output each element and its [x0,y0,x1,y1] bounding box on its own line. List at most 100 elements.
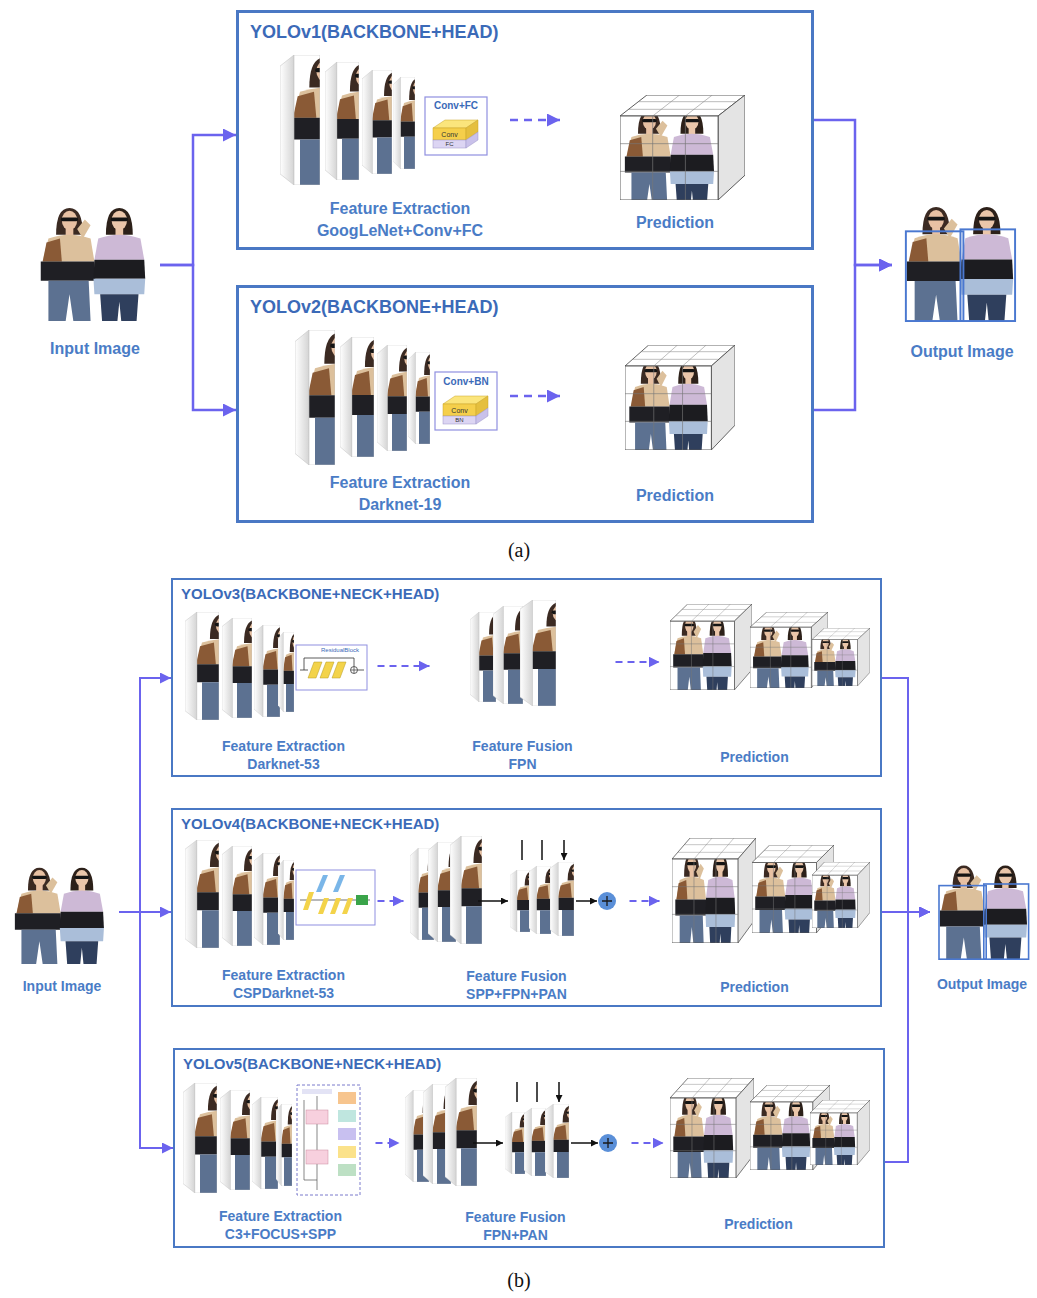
stage-caption: Feature Fusion [465,1208,565,1226]
feature-map-stack [473,1142,503,1144]
icon-label: BN [455,417,463,423]
feature-map-stack [545,1104,631,1178]
stage-method: GoogLeNet+Conv+FC [317,220,483,242]
icon-label: ResidualBlock [321,647,359,653]
feature-map-stack [602,896,612,906]
model-title: YOLOv3(BACKBONE+NECK+HEAD) [181,585,872,603]
conv-bn-icon [443,416,476,424]
flow-arrow [814,265,892,410]
c3-focus-spp-icon [306,1110,328,1124]
feature-map-stack [522,840,564,860]
dashed-arrow [616,661,660,663]
stage-block: Prediction [664,1070,854,1233]
stage-block: Feature FusionFPN+PAN [400,1075,632,1244]
conv-bn-icon [435,372,497,430]
model-box: Feature ExtractionDarknet-19 Prediction YO… [236,285,814,523]
conv-fc-icon [425,97,487,155]
stage-block: Feature ExtractionDarknet-19 [290,325,510,516]
input-photo [35,206,150,321]
image-panel: Output Image [892,200,1032,363]
dashed-arrow [378,665,430,667]
c3-focus-spp-icon [297,1085,360,1195]
flow-arrow [160,135,236,265]
stage-block: Prediction [560,340,790,507]
model-box: Feature ExtractionGoogLeNet+Conv+FCPredi… [236,10,814,250]
icon-label: Conv+FC [434,101,478,111]
flow-arrow [885,912,930,1162]
feature-map-stack [599,1134,617,1152]
prediction-cubes [670,604,752,695]
residual-block-icon [308,662,322,678]
flow-arrow [119,911,171,913]
csp-block-icon [318,898,329,914]
prediction-cubes [812,862,870,932]
conv-bn-icon [476,408,488,424]
stage-block: Feature FusionFPN [430,598,616,773]
csp-block-icon [356,895,368,905]
stage-method: Darknet-19 [359,494,442,516]
stage-block: Prediction [560,85,790,234]
stage-method: Darknet-53 [247,755,319,773]
stage-method: CSPDarknet-53 [233,984,334,1002]
icon-label: Conv [451,407,467,414]
stage-caption: Prediction [636,212,714,234]
feature-map-stack [550,862,636,936]
c3-focus-spp-icon [306,1150,328,1164]
image-caption: Input Image [50,338,140,360]
model-box: Feature ExtractionDarknet-53 Feature Fusi… [171,578,882,777]
csp-block-icon [316,875,328,892]
output-photo [935,864,1031,960]
conv-bn-icon [435,372,497,430]
dashed-arrow [632,1142,664,1144]
csp-block-icon [296,870,375,925]
feature-map-stack [295,330,487,465]
prediction-cubes [670,1078,754,1184]
model-title: YOLOv4(BACKBONE+NECK+HEAD) [181,815,872,833]
residual-block-icon [296,645,367,690]
model-title: YOLOv1(BACKBONE+HEAD) [250,22,800,44]
panel-letter: (b) [507,1270,530,1290]
icon-label: Conv [441,131,457,138]
stage-caption: Feature Fusion [466,967,566,985]
model-title: YOLOv2(BACKBONE+HEAD) [250,297,800,319]
feature-map-stack [470,600,649,706]
flow-arrow [814,120,892,265]
feature-map-stack [405,1078,631,1186]
dashed-arrow [630,900,660,902]
output-photo [901,205,1018,322]
csp-block-icon [303,892,314,910]
feature-map-stack [603,1138,613,1148]
c3-focus-spp-icon [338,1128,356,1140]
stage-block: Feature FusionSPP+FPN+PAN [404,835,630,1003]
dashed-arrow [510,395,560,398]
flow-arrow [160,265,236,410]
image-caption: Output Image [910,341,1013,363]
feature-map-stack [576,900,597,902]
feature-map-stack [571,1142,598,1144]
stage-block: Prediction [660,600,850,766]
stage-block: Feature ExtractionCSPDarknet-53 [190,835,378,1002]
stage-method: SPP+FPN+PAN [466,985,567,1003]
c3-focus-spp-icon [302,1089,332,1094]
conv-fc-icon [433,128,466,140]
conv-bn-icon [443,404,476,416]
image-panel: Output Image [930,858,1034,993]
image-caption: Input Image [23,977,102,995]
prediction-cubes [670,1078,870,1184]
stage-method: FPN [509,755,537,773]
residual-block-icon [332,662,346,678]
stage-caption: Feature Fusion [472,737,572,755]
stage-caption: Feature Extraction [219,1207,342,1225]
c3-focus-spp-icon [338,1110,356,1122]
csp-block-icon [296,870,375,925]
model-box: Feature ExtractionCSPDarknet-53Feature F… [171,808,882,1007]
prediction-cube [625,345,735,457]
c3-focus-spp-icon [338,1164,356,1176]
flow-arrow [119,678,171,912]
csp-block-icon [342,898,353,914]
feature-map-stack [517,1082,559,1102]
stage-caption: Feature Extraction [222,737,345,755]
stage-caption: Feature Extraction [222,966,345,984]
feature-map-stack [410,836,636,944]
